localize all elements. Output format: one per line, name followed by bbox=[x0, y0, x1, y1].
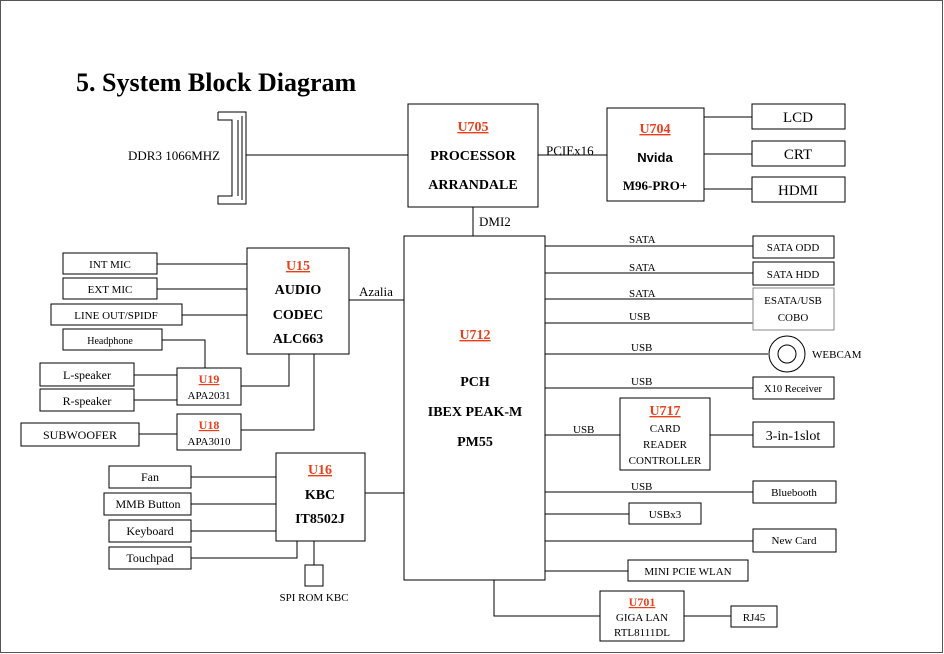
azalia-label: Azalia bbox=[359, 284, 393, 299]
speaker-subwoofer: SUBWOOFER bbox=[43, 428, 117, 442]
link-sata-2: SATA bbox=[629, 262, 656, 274]
kbc-line2: IT8502J bbox=[295, 512, 345, 527]
processor-line1: PROCESSOR bbox=[430, 149, 516, 164]
card-reader-ref: U717 bbox=[649, 404, 680, 419]
lan-block: U701 GIGA LAN RTL8111DL bbox=[599, 590, 685, 642]
display-hdmi: HDMI bbox=[778, 183, 818, 199]
page-title: 5. System Block Diagram bbox=[76, 68, 357, 97]
spi-rom: SPI ROM KBC bbox=[279, 564, 349, 604]
input-keyboard: Keyboard bbox=[126, 524, 173, 538]
spi-rom-label: SPI ROM KBC bbox=[279, 592, 348, 604]
gpu-line2: M96-PRO+ bbox=[623, 178, 687, 193]
amp1-ref: U19 bbox=[199, 372, 220, 386]
gpu-block: U704 Nvida M96-PRO+ bbox=[606, 107, 705, 202]
port-ext-mic: EXT MIC bbox=[88, 284, 133, 296]
device-esata-line1: ESATA/USB bbox=[764, 295, 822, 307]
dmi-label: DMI2 bbox=[479, 214, 511, 229]
device-wlan: MINI PCIE WLAN bbox=[644, 566, 731, 578]
gpu-ref: U704 bbox=[639, 122, 670, 137]
pch-block: U712 PCH IBEX PEAK-M PM55 bbox=[403, 235, 546, 581]
audio-line2: CODEC bbox=[273, 308, 324, 323]
card-reader-line1: CARD bbox=[650, 423, 681, 435]
processor-line2: ARRANDALE bbox=[428, 178, 517, 193]
link-usb-5: USB bbox=[631, 481, 652, 493]
display-crt: CRT bbox=[784, 147, 812, 163]
pch-link-labels: SATA SATA SATA USB USB USB USB USB bbox=[573, 234, 656, 493]
lan-line2: RTL8111DL bbox=[614, 627, 670, 639]
audio-line1: AUDIO bbox=[275, 283, 322, 298]
processor-ref: U705 bbox=[457, 120, 488, 135]
card-reader-line2: READER bbox=[643, 439, 688, 451]
kbc-ref: U16 bbox=[308, 463, 332, 478]
device-bluetooth: Bluebooth bbox=[771, 487, 817, 499]
link-sata-3: SATA bbox=[629, 288, 656, 300]
pciex16-label: PCIEx16 bbox=[546, 143, 594, 158]
device-rj45: RJ45 bbox=[743, 612, 766, 624]
display-outputs: LCD CRT HDMI bbox=[751, 103, 846, 203]
link-usb-3: USB bbox=[631, 376, 652, 388]
display-lcd: LCD bbox=[783, 110, 813, 126]
card-reader-block: U717 CARD READER CONTROLLER bbox=[619, 397, 711, 471]
amp2-part: APA3010 bbox=[188, 436, 231, 448]
amp-u18-block: U18 APA3010 bbox=[176, 413, 242, 451]
audio-line3: ALC663 bbox=[273, 332, 324, 347]
audio-codec-block: U15 AUDIO CODEC ALC663 bbox=[246, 247, 350, 355]
audio-ref: U15 bbox=[286, 259, 310, 274]
port-int-mic: INT MIC bbox=[89, 259, 131, 271]
input-fan: Fan bbox=[141, 470, 159, 484]
port-headphone: Headphone bbox=[87, 336, 133, 347]
amp2-ref: U18 bbox=[199, 418, 220, 432]
device-webcam: WEBCAM bbox=[812, 349, 862, 361]
lan-ref: U701 bbox=[629, 595, 656, 609]
device-sata-hdd: SATA HDD bbox=[767, 269, 820, 281]
ddr3-memory-slot: DDR3 1066MHZ bbox=[128, 111, 247, 205]
audio-ports: INT MIC EXT MIC LINE OUT/SPIDF Headphone bbox=[50, 252, 183, 351]
device-esata-line2: COBO bbox=[778, 312, 809, 324]
device-sata-odd: SATA ODD bbox=[767, 242, 820, 254]
link-usb-1: USB bbox=[629, 311, 650, 323]
memory-label: DDR3 1066MHZ bbox=[128, 148, 220, 163]
pch-line2: IBEX PEAK-M bbox=[428, 405, 523, 420]
link-sata-1: SATA bbox=[629, 234, 656, 246]
pch-line1: PCH bbox=[460, 375, 490, 390]
amp-u19-block: U19 APA2031 bbox=[176, 367, 242, 406]
link-usb-2: USB bbox=[631, 342, 652, 354]
device-usbx3: USBx3 bbox=[649, 509, 682, 521]
speakers: L-speaker R-speaker SUBWOOFER bbox=[20, 362, 140, 447]
link-usb-4: USB bbox=[573, 424, 594, 436]
processor-block: U705 PROCESSOR ARRANDALE bbox=[407, 103, 539, 208]
pch-ref: U712 bbox=[459, 328, 490, 343]
device-3in1-slot: 3-in-1slot bbox=[766, 429, 821, 444]
card-reader-line3: CONTROLLER bbox=[629, 455, 702, 467]
pch-devices: SATA ODD SATA HDD ESATA/USB COBO WEBCAM … bbox=[627, 235, 862, 628]
device-x10-receiver: X10 Receiver bbox=[764, 384, 823, 395]
amp1-part: APA2031 bbox=[188, 390, 231, 402]
input-touchpad: Touchpad bbox=[126, 551, 173, 565]
kbc-inputs: Fan MMB Button Keyboard Touchpad bbox=[103, 465, 192, 570]
pch-line3: PM55 bbox=[457, 435, 493, 450]
port-line-out: LINE OUT/SPIDF bbox=[74, 310, 157, 322]
lan-line1: GIGA LAN bbox=[616, 612, 668, 624]
gpu-line1: Nvida bbox=[637, 150, 673, 165]
speaker-right: R-speaker bbox=[63, 394, 112, 408]
input-mmb-button: MMB Button bbox=[115, 497, 180, 511]
kbc-line1: KBC bbox=[305, 488, 335, 503]
speaker-left: L-speaker bbox=[63, 368, 111, 382]
kbc-block: U16 KBC IT8502J bbox=[275, 452, 366, 542]
webcam-icon bbox=[768, 335, 806, 373]
device-new-card: New Card bbox=[772, 535, 817, 547]
connection-lines bbox=[134, 116, 768, 617]
